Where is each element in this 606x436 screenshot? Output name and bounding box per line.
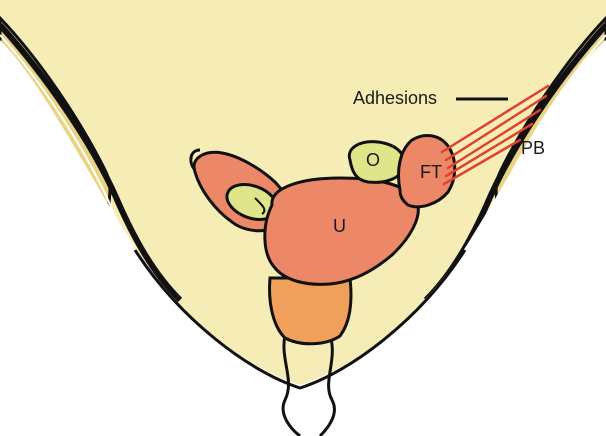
label-uterus: U xyxy=(333,216,346,236)
label-adhesions: Adhesions xyxy=(353,88,437,108)
label-pelvic-bone: PB xyxy=(521,138,545,158)
label-fallopian-tube: FT xyxy=(420,162,442,182)
cervix xyxy=(270,278,351,344)
label-ovary: O xyxy=(366,150,380,170)
